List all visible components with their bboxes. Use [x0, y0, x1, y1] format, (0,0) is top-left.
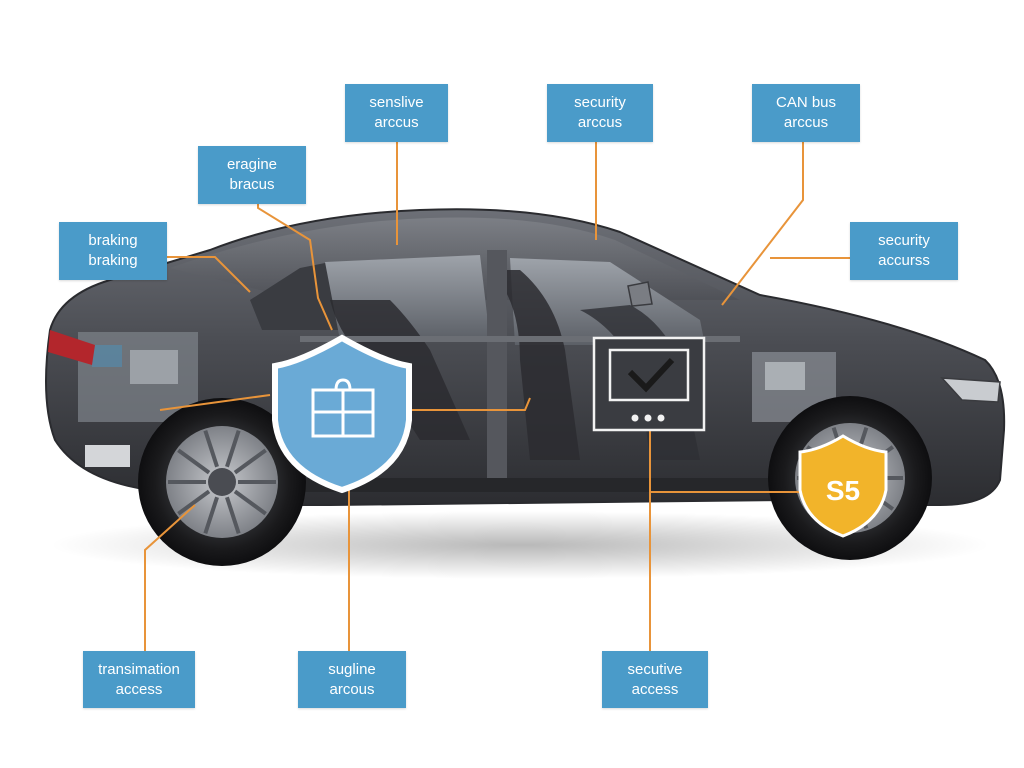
badge-text: S5 — [826, 475, 860, 506]
connector-horizontal-rear — [159, 394, 271, 411]
label-line: access — [631, 680, 679, 698]
rear-window — [250, 262, 340, 330]
label-can-bus-access: CAN bus arccus — [752, 84, 860, 142]
label-line: CAN bus — [775, 94, 837, 111]
label-sensitive-access: senslive arccus — [345, 84, 448, 142]
connector-horizontal-mid — [405, 397, 531, 411]
label-security-access: security arccus — [547, 84, 653, 142]
label-line: security — [574, 94, 626, 111]
rear-mechanism — [92, 345, 122, 367]
wheel-spoke — [203, 430, 219, 468]
shield-battery-icon — [272, 334, 412, 494]
rear-mechanism — [130, 350, 178, 384]
label-line: secutive — [627, 660, 683, 678]
front-door-window — [510, 258, 705, 345]
label-engine-access: eragine bracus — [198, 146, 306, 204]
connector-lines — [144, 142, 850, 651]
sill — [300, 478, 790, 492]
label-line: arcous — [329, 680, 375, 698]
label-secutive-access: secutive access — [602, 651, 708, 708]
label-line: access — [115, 680, 163, 698]
b-pillar — [487, 250, 507, 480]
label-line: sugline — [328, 660, 376, 678]
wheel-spoke — [225, 496, 241, 534]
label-line: bracus — [229, 176, 275, 193]
label-line: eragine — [226, 156, 278, 173]
wheel-spoke — [233, 489, 267, 516]
connector-braking — [167, 256, 251, 293]
label-line: transimation — [98, 660, 180, 678]
label-line: arccus — [374, 114, 419, 131]
wheel-spoke — [203, 496, 219, 534]
label-line: accurss — [878, 252, 930, 269]
connector-engine — [257, 204, 333, 331]
label-line: braking — [88, 252, 138, 269]
wheel-spoke — [177, 448, 211, 475]
wheel-spoke — [233, 448, 267, 475]
label-line: security — [878, 232, 930, 249]
side-mirror — [627, 281, 653, 307]
label-transmission-access: transimation access — [83, 651, 195, 708]
label-line: braking — [88, 232, 138, 249]
headlight — [940, 377, 1001, 403]
label-braking: braking braking — [59, 222, 167, 280]
label-line: arccus — [783, 114, 829, 131]
front-mechanism — [765, 362, 805, 390]
shield-badge-icon: S5 — [798, 434, 888, 538]
tail-light — [48, 330, 95, 365]
connector-can — [721, 142, 804, 306]
wheel-spoke — [225, 430, 241, 468]
interior-seat — [490, 270, 580, 460]
check-monitor-icon — [592, 336, 706, 432]
label-line: arccus — [577, 114, 623, 131]
label-line: senslive — [369, 94, 424, 111]
connector-transmission — [144, 504, 196, 651]
rear-wheel-spokes — [168, 430, 276, 534]
label-security-access-2: security accurss — [850, 222, 958, 280]
rear-wheel — [138, 398, 306, 566]
wheel-spoke — [177, 489, 211, 516]
door-frame — [300, 336, 740, 342]
rear-mechanism — [85, 445, 130, 467]
label-engine-access-2: sugline arcous — [298, 651, 406, 708]
